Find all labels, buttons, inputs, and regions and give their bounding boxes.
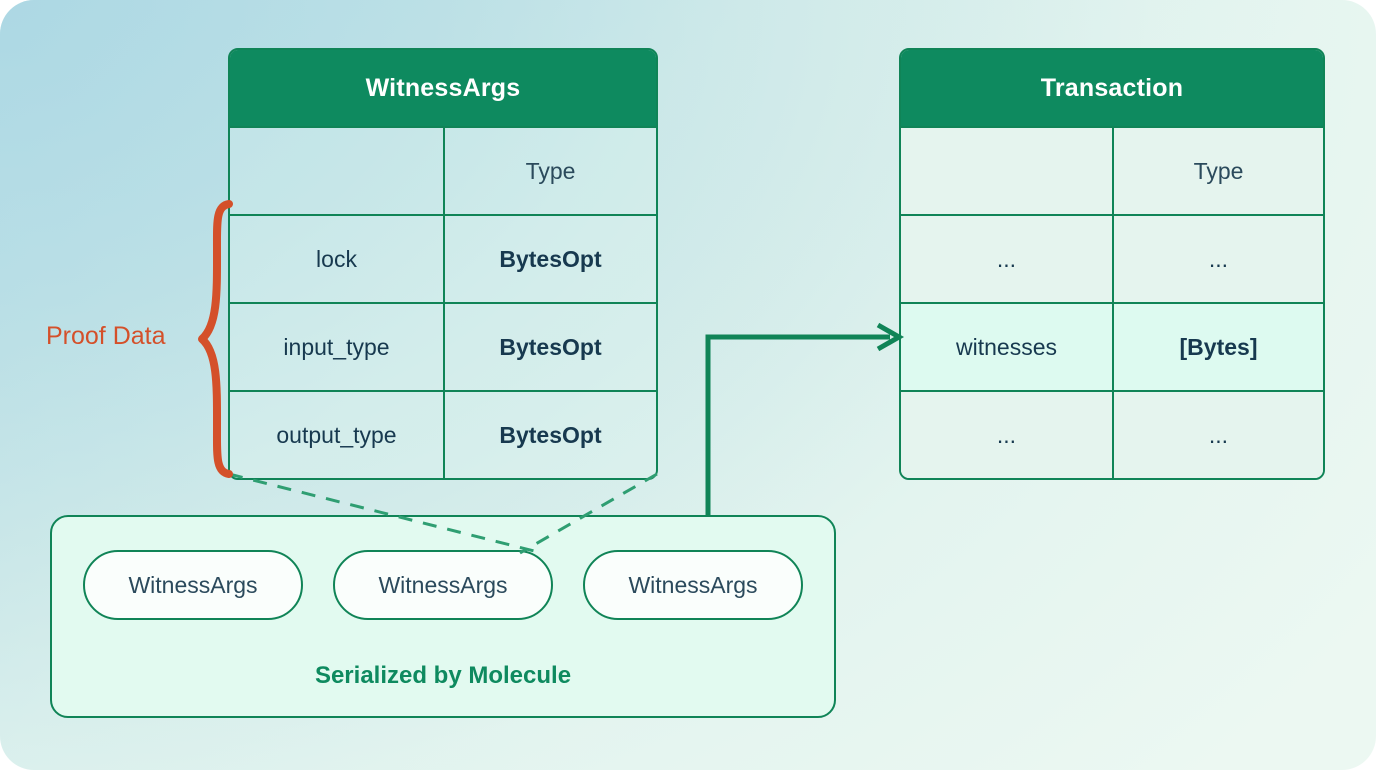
table-row-witnesses: witnesses [Bytes]: [901, 302, 1323, 390]
witnessargs-pill: WitnessArgs: [333, 550, 553, 620]
table-row: ... ...: [901, 390, 1323, 478]
row-type-output-type: BytesOpt: [443, 392, 656, 478]
column-header-blank: [901, 128, 1112, 214]
column-header-type: Type: [443, 128, 656, 214]
row-type-lock: BytesOpt: [443, 216, 656, 302]
witnessargs-pill: WitnessArgs: [583, 550, 803, 620]
table-row: input_type BytesOpt: [230, 302, 656, 390]
witnessargs-table-title: WitnessArgs: [230, 50, 656, 126]
serialized-box: WitnessArgs WitnessArgs WitnessArgs Seri…: [50, 515, 836, 718]
row-field-lock: lock: [316, 245, 357, 272]
witnessargs-pill-row: WitnessArgs WitnessArgs WitnessArgs: [52, 550, 834, 620]
witnessargs-pill: WitnessArgs: [83, 550, 303, 620]
column-header-type: Type: [1112, 128, 1323, 214]
row-field-ellipsis-bottom: ...: [996, 421, 1017, 448]
row-type-witnesses: [Bytes]: [1112, 304, 1323, 390]
witnesses-arrowhead: [876, 322, 905, 352]
table-header-row: Type: [901, 126, 1323, 214]
row-type-input-type: BytesOpt: [443, 304, 656, 390]
witnesses-arrow: [705, 334, 890, 515]
row-field-ellipsis-top: ...: [996, 245, 1017, 272]
row-type-ellipsis-top: ...: [1112, 216, 1323, 302]
row-field-witnesses: witnesses: [956, 333, 1057, 360]
serialized-box-caption: Serialized by Molecule: [314, 662, 572, 689]
proof-data-label: Proof Data: [46, 322, 166, 350]
table-row: ... ...: [901, 214, 1323, 302]
proof-data-brace: [198, 200, 233, 478]
table-row: output_type BytesOpt: [230, 390, 656, 478]
row-type-ellipsis-bottom: ...: [1112, 392, 1323, 478]
row-field-output-type: output_type: [276, 421, 397, 448]
transaction-table-title: Transaction: [901, 50, 1323, 126]
table-header-row: Type: [230, 126, 656, 214]
witnessargs-table: WitnessArgs Type lock BytesOpt input_typ…: [228, 48, 658, 480]
column-header-blank: [230, 128, 443, 214]
row-field-input-type: input_type: [283, 333, 390, 360]
table-row: lock BytesOpt: [230, 214, 656, 302]
transaction-table: Transaction Type ... ... witnesses [Byte…: [899, 48, 1325, 480]
